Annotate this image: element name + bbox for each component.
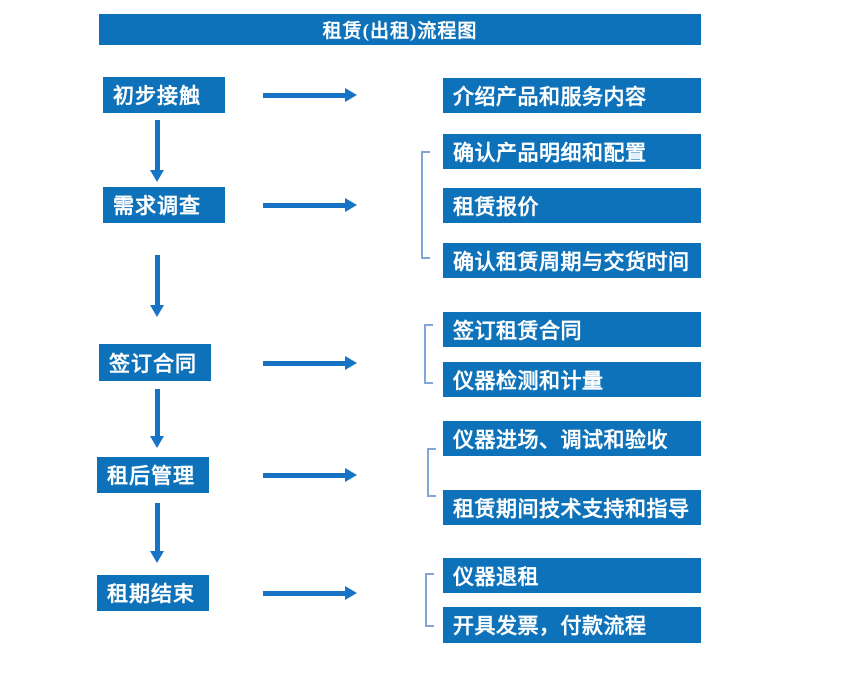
- arrow-down-icon: [150, 503, 164, 563]
- detail-box-confirm-product-config: 确认产品明细和配置: [443, 134, 701, 169]
- group-bracket-post-rental: [427, 448, 436, 497]
- arrow-down-icon: [150, 389, 164, 448]
- arrow-head: [345, 586, 357, 600]
- arrow-shaft: [154, 389, 160, 437]
- arrow-down-icon: [150, 255, 164, 317]
- step-box-initial-contact: 初步接触: [103, 77, 225, 113]
- arrow-right-icon: [263, 586, 357, 600]
- group-bracket-sign-contract: [424, 324, 433, 384]
- arrow-head: [345, 198, 357, 212]
- arrow-right-icon: [263, 356, 357, 370]
- arrow-shaft: [154, 120, 160, 171]
- arrow-shaft: [154, 503, 160, 552]
- page-title: 租赁(出租)流程图: [99, 14, 701, 45]
- arrow-shaft: [154, 255, 160, 306]
- detail-box-instrument-setup-acceptance: 仪器进场、调试和验收: [443, 421, 701, 456]
- detail-box-rental-quote: 租赁报价: [443, 188, 701, 223]
- arrow-head: [345, 88, 357, 102]
- arrow-right-icon: [263, 88, 357, 102]
- arrow-head: [150, 305, 164, 317]
- arrow-shaft: [263, 590, 346, 596]
- arrow-right-icon: [263, 468, 357, 482]
- arrow-shaft: [263, 472, 346, 478]
- detail-box-instrument-inspection: 仪器检测和计量: [443, 362, 701, 397]
- arrow-head: [345, 356, 357, 370]
- arrow-shaft: [263, 360, 346, 366]
- detail-box-instrument-return: 仪器退租: [443, 558, 701, 593]
- arrow-head: [345, 468, 357, 482]
- step-box-sign-contract: 签订合同: [99, 344, 211, 381]
- step-box-demand-survey: 需求调查: [103, 187, 225, 223]
- step-box-post-rental-management: 租后管理: [97, 457, 209, 493]
- group-bracket-rental-end: [425, 573, 434, 627]
- arrow-head: [150, 436, 164, 448]
- arrow-shaft: [263, 202, 346, 208]
- detail-box-sign-rental-contract: 签订租赁合同: [443, 312, 701, 347]
- step-box-rental-end: 租期结束: [97, 575, 209, 611]
- arrow-shaft: [263, 92, 346, 98]
- detail-box-confirm-period-delivery: 确认租赁周期与交货时间: [443, 243, 701, 278]
- detail-box-invoice-payment: 开具发票，付款流程: [443, 607, 701, 643]
- detail-box-introduce-products: 介绍产品和服务内容: [443, 78, 701, 113]
- group-bracket-demand-survey: [421, 151, 430, 259]
- detail-box-technical-support: 租赁期间技术支持和指导: [443, 490, 701, 525]
- arrow-down-icon: [150, 120, 164, 182]
- arrow-head: [150, 551, 164, 563]
- arrow-head: [150, 170, 164, 182]
- arrow-right-icon: [263, 198, 357, 212]
